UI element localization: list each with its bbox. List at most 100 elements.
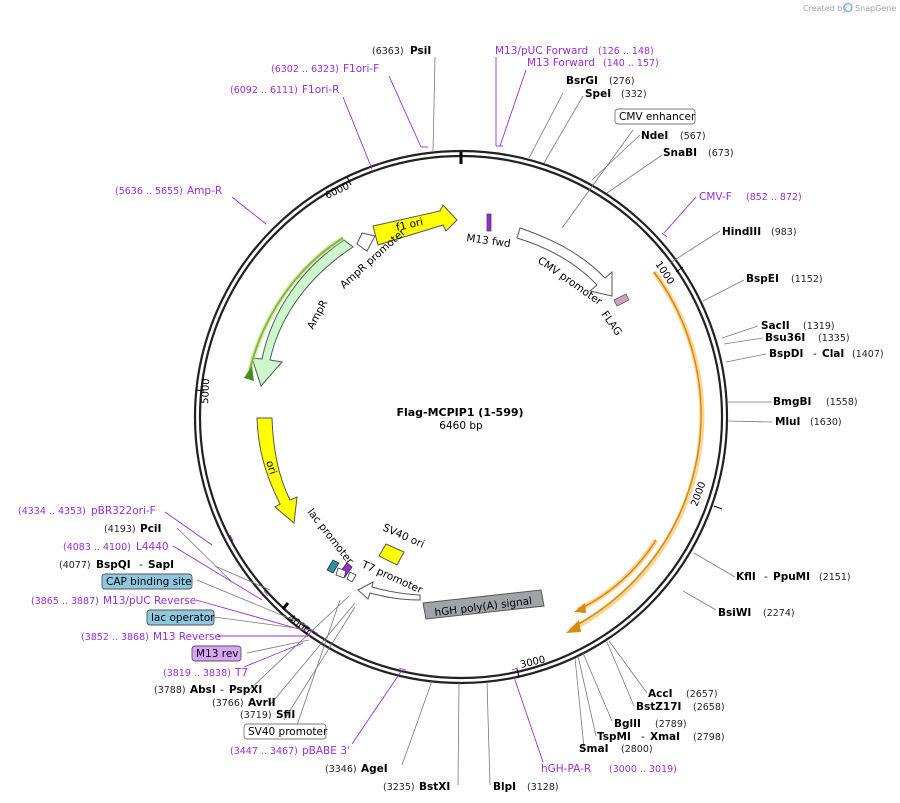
enzyme-name: AccI [648,688,672,700]
enzyme-name: BsiWI [718,607,751,619]
enzyme-pos: (2151) [819,572,851,583]
enzyme-leaders [176,56,773,786]
primer-name: F1ori-F [343,63,379,75]
enzyme-pos: (1335) [818,333,850,344]
primer-name: F1ori-R [302,84,339,96]
enzyme-name: KflI [736,571,756,583]
enzyme-pos: (2789) [655,719,687,730]
ampr-label: AmpR [305,298,330,331]
enzyme-name: BmgBI [773,396,811,408]
primer-range: (3865 .. 3887) [31,596,99,607]
enzyme-name: BspQI [96,559,131,571]
ampr-promoter-feature [356,232,376,252]
snapgene-logo-icon [843,2,853,13]
svg-text:-: - [641,731,645,743]
primer-range: (3447 .. 3467) [230,746,298,757]
enzyme-name: PpuMI [773,571,810,583]
sv40-promoter-label: SV40 promoter [248,726,328,738]
mcpip1-cds-outer [572,271,702,628]
primer-range: (6092 .. 6111) [230,85,298,96]
mcpip1-arrowhead [566,620,581,633]
primer-range: (4334 .. 4353) [18,506,86,517]
primer-labels: M13/pUC Forward (126 .. 148) M13 Forward… [18,45,802,775]
enzyme-pos: (1152) [791,274,823,285]
primer-range: (3852 .. 3868) [81,632,149,643]
enzyme-pos: (3719) [240,710,272,721]
enzyme-name: SpeI [585,88,611,100]
primer-range: (126 .. 148) [598,46,654,57]
enzyme-pos: (4077) [59,560,91,571]
primer-name: L4440 [136,541,169,553]
m13-fwd-feature [486,213,492,232]
enzyme-name: SacII [761,320,790,332]
enzyme-name: HindIII [722,226,761,238]
created-by-credit: Created by [803,4,847,13]
mcpip1-cds-highlight [568,270,705,633]
ori-label: ori [263,459,279,476]
svg-text:-: - [139,559,143,571]
enzyme-pos: (3788) [154,685,186,696]
primer-name: M13 Forward [527,57,595,69]
enzyme-name: SmaI [579,743,609,755]
primer-range: (6302 .. 6323) [271,64,339,75]
enzyme-name: NdeI [641,130,668,142]
lac-operator-label: lac operator [151,612,215,624]
primer-name: M13/pUC Forward [495,45,588,57]
flag-label: FLAG [599,309,624,338]
flag-feature [613,293,630,307]
enzyme-pos: (276) [609,76,635,87]
plasmid-size: 6460 bp [439,420,483,432]
enzyme-name: MluI [775,416,800,428]
enzyme-labels: (6363) PsiI BsrGI (276) SpeI (332) NdeI … [59,45,884,793]
enzyme-name: AgeI [361,763,388,775]
primer-name: pBABE 3' [302,745,350,757]
enzyme-name: PsiI [410,45,431,57]
primer-name: Amp-R [187,185,222,197]
primer-name: M13 Reverse [153,631,221,643]
m13-rev-label: M13 rev [196,648,239,660]
features: f1 ori AmpR promoter AmpR ori M13 fwd CM… [244,204,705,633]
primer-name: CMV-F [699,191,732,203]
primer-range: (3819 .. 3838) [163,668,231,679]
enzyme-name: PciI [140,523,161,535]
enzyme-pos: (2658) [693,702,725,713]
hgh-polya-feature [422,589,545,620]
cap-binding-site-label: CAP binding site [106,576,192,588]
enzyme-pos: (983) [771,227,797,238]
f1-ori-feature [372,204,458,246]
enzyme-pos: (1630) [810,417,842,428]
enzyme-pos: (332) [621,89,647,100]
primer-range: (5636 .. 5655) [115,186,183,197]
enzyme-name: SnaBI [663,147,697,159]
enzyme-pos: (2798) [693,732,725,743]
enzyme-name: SapI [148,559,174,571]
enzyme-name: PspXI [229,684,262,696]
tick-label: 4000 [285,613,312,637]
enzyme-pos: (3766) [212,698,244,709]
sv40-ori-feature [378,543,405,566]
m13-fwd-label: M13 fwd [466,232,512,250]
primer-leaders [164,57,697,763]
enzyme-name: XmaI [650,731,680,743]
enzyme-pos: (1407) [852,349,884,360]
plasmid-name: Flag-MCPIP1 (1-599) [396,406,523,419]
cmv-enhancer-label: CMV enhancer [619,111,696,123]
boxed-labels: CMV enhancer CAP binding site lac operat… [101,108,696,740]
ampr-feature [251,239,354,387]
enzyme-name: ClaI [822,348,844,360]
enzyme-name: TspMI [597,731,631,743]
ori-feature [256,417,298,524]
enzyme-pos: (4193) [104,524,136,535]
enzyme-name: Bsu36I [765,332,805,344]
enzyme-pos: (1319) [803,321,835,332]
enzyme-name: BstZ17I [636,701,681,713]
primer-range: (4083 .. 4100) [63,542,131,553]
svg-text:-: - [220,684,224,696]
svg-text:-: - [764,571,768,583]
primer-name: T7 [234,667,248,679]
enzyme-pos: (6363) [372,46,404,57]
enzyme-pos: (2800) [621,744,653,755]
enzyme-pos: (2274) [763,608,795,619]
feature-leaders [196,579,341,732]
